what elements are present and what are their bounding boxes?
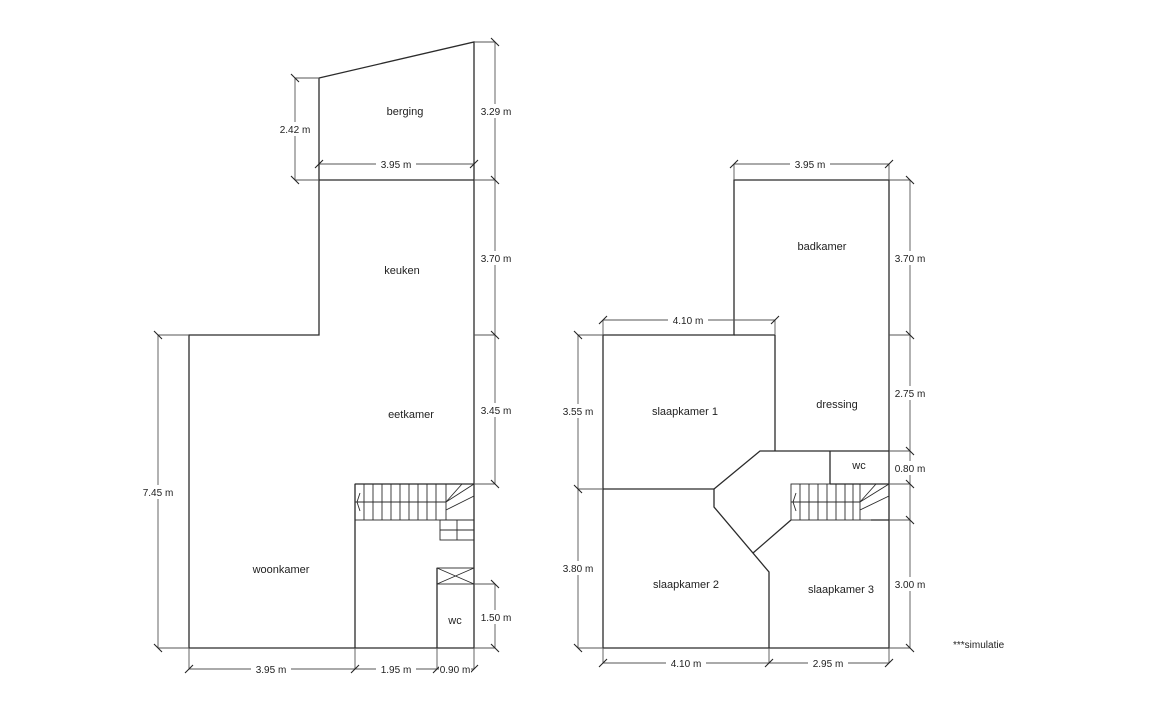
dim-bottom-woonkamer: 3.95 m — [256, 665, 287, 676]
dim-dressing-height: 2.75 m — [895, 389, 926, 400]
dim-slaapkamer2-height: 3.80 m — [563, 564, 594, 575]
simulation-note: ***simulatie — [953, 640, 1005, 651]
room-label-eetkamer: eetkamer — [388, 409, 434, 421]
ground-floor-dimensions: 2.42 m 3.95 m 3.29 m 3.70 m 3.45 m — [138, 37, 516, 676]
ground-floor-plan: berging keuken eetkamer woonkamer wc 2.4… — [138, 37, 516, 676]
dim-slaapkamer1-height: 3.55 m — [563, 407, 594, 418]
room-label-slaapkamer-3: slaapkamer 3 — [808, 584, 874, 596]
first-floor-dimensions: 3.95 m 4.10 m 3.70 m — [558, 157, 930, 670]
dim-badkamer-height: 3.70 m — [895, 254, 926, 265]
first-floor-plan: badkamer slaapkamer 1 dressing wc slaapk… — [558, 157, 930, 670]
room-label-wc-first: wc — [851, 460, 866, 472]
dim-keuken-height: 3.70 m — [481, 254, 512, 265]
room-label-dressing: dressing — [816, 399, 858, 411]
first-floor-stairs — [790, 483, 890, 521]
dim-bottom-right: 2.95 m — [813, 659, 844, 670]
wc-cupboard — [436, 567, 475, 585]
dim-bottom-wc: 0.90 m — [440, 665, 471, 676]
dim-woonkamer-height: 7.45 m — [143, 488, 174, 499]
dim-slaapkamer3-height: 3.00 m — [895, 580, 926, 591]
dim-wc-height: 1.50 m — [481, 613, 512, 624]
room-label-keuken: keuken — [384, 265, 419, 277]
dim-top-width: 3.95 m — [795, 160, 826, 171]
room-label-berging: berging — [387, 106, 424, 118]
dim-wc-height-first: 0.80 m — [895, 464, 926, 475]
hall-upper-wall — [713, 450, 889, 490]
dim-eetkamer-height: 3.45 m — [481, 406, 512, 417]
dim-bottom-middle: 1.95 m — [381, 665, 412, 676]
dim-berging-width: 3.95 m — [381, 160, 412, 171]
ground-floor-stairs — [354, 483, 475, 541]
room-label-slaapkamer-2: slaapkamer 2 — [653, 579, 719, 591]
room-label-slaapkamer-1: slaapkamer 1 — [652, 406, 718, 418]
room-label-woonkamer: woonkamer — [252, 564, 310, 576]
dim-bottom-left: 4.10 m — [671, 659, 702, 670]
dim-slaapkamer1-width: 4.10 m — [673, 316, 704, 327]
ground-floor-outline — [188, 41, 475, 649]
room-label-badkamer: badkamer — [798, 241, 847, 253]
dim-berging-left: 2.42 m — [280, 125, 311, 136]
stair-diag-wall — [752, 519, 792, 554]
hall-wall — [603, 488, 770, 648]
dim-berging-right: 3.29 m — [481, 107, 512, 118]
room-label-wc: wc — [447, 615, 462, 627]
